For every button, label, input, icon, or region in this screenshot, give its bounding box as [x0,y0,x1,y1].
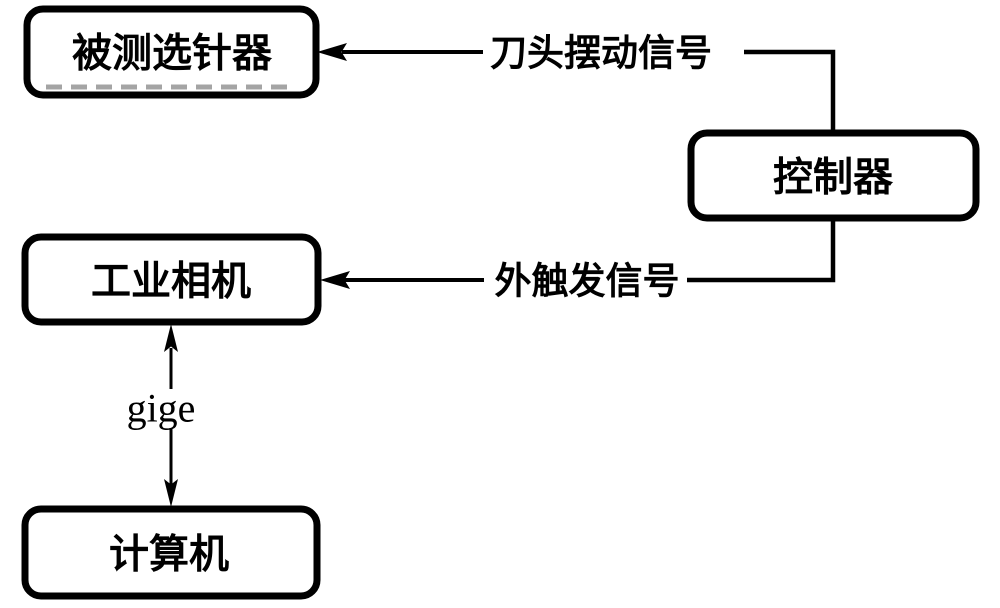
computer-label: 计算机 [109,532,229,577]
blade-swing-signal-connector: 刀头摆动信号 [317,33,836,134]
controller-label: 控制器 [773,155,894,200]
computer-box [21,505,321,600]
gige-link: gige [127,324,196,507]
computer-node: 计算机 [21,505,321,600]
external-trigger-signal-connector: 外触发信号 [320,218,836,303]
needle-selector-box [23,5,320,99]
down-arrowhead-icon [164,479,178,507]
camera-node: 工业相机 [21,233,322,326]
blade-swing-signal-label: 刀头摆动信号 [490,33,712,75]
left-arrowhead-icon [317,43,347,61]
blade-swing-line-right [744,49,836,134]
needle-selector-label: 被测选针器 [72,31,273,76]
gige-label: gige [127,386,196,431]
needle-selector-node: 被测选针器 [23,5,320,99]
camera-label: 工业相机 [91,259,251,304]
left-arrowhead-icon [320,271,350,289]
camera-box [21,233,322,326]
up-arrowhead-icon [164,324,178,352]
external-trigger-line-right [687,218,836,283]
controller-node: 控制器 [687,129,980,222]
external-trigger-signal-label: 外触发信号 [495,261,680,303]
